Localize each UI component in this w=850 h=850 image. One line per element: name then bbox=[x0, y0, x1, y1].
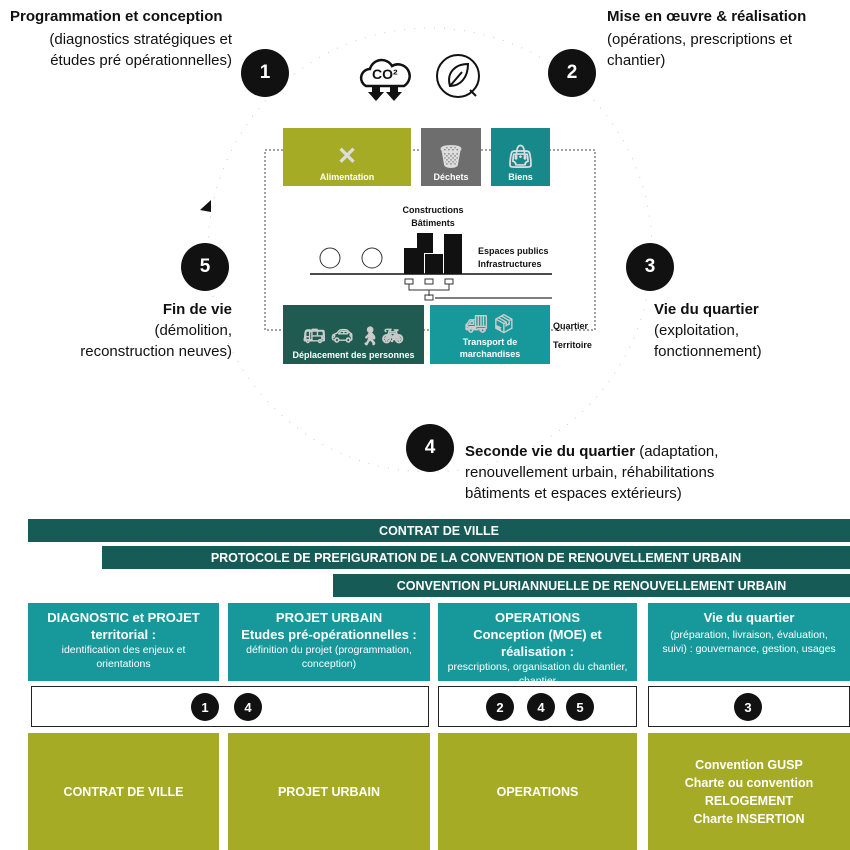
fork-knife-icon: ✕ bbox=[336, 143, 358, 170]
trash-icon: 🗑︎ bbox=[437, 144, 465, 169]
flow-deplacement: 🚌︎ 🚗︎ 🚶︎🚲︎Déplacement des personnes bbox=[283, 305, 424, 364]
stage-3-badge: 3 bbox=[626, 243, 674, 291]
stage-ref-badge: 4 bbox=[234, 693, 262, 721]
stage-5-text: Fin de vie(démolition,reconstruction neu… bbox=[80, 301, 232, 360]
flow-biens: 👜︎Biens bbox=[491, 128, 550, 186]
stage-refs-box-1 bbox=[31, 686, 429, 727]
flow-alimentation: ✕Alimentation bbox=[283, 128, 411, 186]
stage-4-badge: 4 bbox=[406, 424, 454, 472]
band-contrat-de-ville: CONTRAT DE VILLE bbox=[28, 519, 850, 542]
truck-box-icon: 🚚︎ 📦︎ bbox=[464, 314, 516, 334]
city-buildings-icon bbox=[310, 233, 552, 301]
cycle-arrow-icon bbox=[200, 200, 211, 212]
vehicles-icon: 🚌︎ 🚗︎ 🚶︎🚲︎ bbox=[302, 326, 405, 346]
stage-ref-badge: 4 bbox=[527, 693, 555, 721]
stage-3-text: Vie du quartier(exploitation,fonctionnem… bbox=[654, 301, 762, 360]
output-projet-urbain: PROJET URBAIN bbox=[228, 733, 430, 850]
stage-5-badge: 5 bbox=[181, 243, 229, 291]
stage-2-title: Mise en œuvre & réalisation bbox=[607, 8, 807, 25]
stage-ref-badge: 2 bbox=[486, 693, 514, 721]
output-contrat-de-ville: CONTRAT DE VILLE bbox=[28, 733, 219, 850]
stage-1-badge: 1 bbox=[241, 49, 289, 97]
band-convention: CONVENTION PLURIANNUELLE DE RENOUVELLEME… bbox=[333, 574, 850, 597]
stage-4-text: Seconde vie du quartier (adaptation,reno… bbox=[465, 443, 719, 502]
stage-1-title: Programmation et conception bbox=[10, 8, 223, 25]
shopping-bag-icon: 👜︎ bbox=[506, 144, 535, 169]
band-protocole: PROTOCOLE DE PREFIGURATION DE LA CONVENT… bbox=[102, 546, 850, 569]
co2-cloud-icon: CO² bbox=[358, 56, 412, 104]
stage-2-badge: 2 bbox=[548, 49, 596, 97]
eco-energy-leaf-icon bbox=[436, 54, 480, 98]
stage-ref-badge: 3 bbox=[734, 693, 762, 721]
flow-dechets: 🗑︎Déchets bbox=[421, 128, 481, 186]
flow-transport: 🚚︎ 📦︎Transport de marchandises bbox=[430, 305, 550, 364]
stage-ref-badge: 1 bbox=[191, 693, 219, 721]
output-operations: OPERATIONS bbox=[438, 733, 637, 850]
phase-vie-du-quartier: Vie du quartier(préparation, livraison, … bbox=[648, 603, 850, 681]
stage-ref-badge: 5 bbox=[566, 693, 594, 721]
